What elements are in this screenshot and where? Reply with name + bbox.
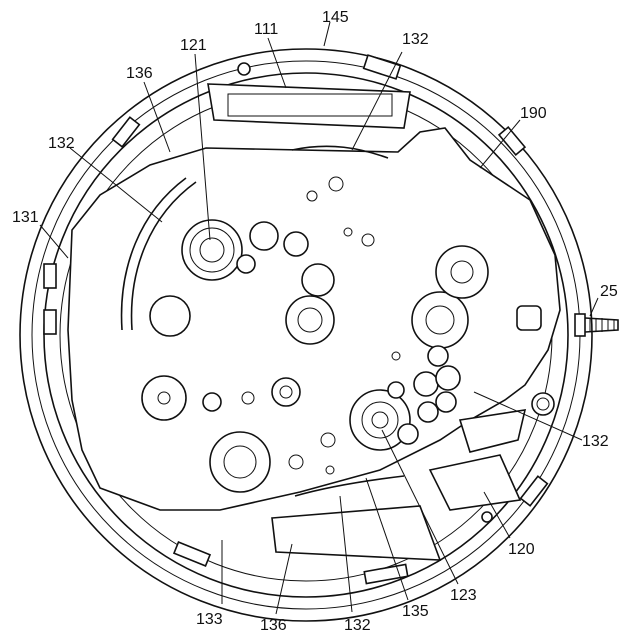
label-132-right: 132 [582, 433, 609, 450]
label-120: 120 [508, 541, 535, 558]
label-136-bottom: 136 [260, 617, 287, 634]
label-123: 123 [450, 587, 477, 604]
label-135: 135 [402, 603, 429, 620]
label-25: 25 [600, 283, 618, 300]
crown-stem [575, 314, 618, 336]
label-111: 111 [254, 21, 278, 38]
label-132-top: 132 [402, 31, 429, 48]
label-132-left: 132 [48, 135, 75, 152]
display-window [208, 84, 410, 128]
label-131: 131 [12, 209, 39, 226]
label-136-top: 136 [126, 65, 153, 82]
label-145: 145 [322, 9, 349, 26]
label-121: 121 [180, 37, 207, 54]
label-133: 133 [196, 611, 223, 628]
label-132-bottom: 132 [344, 617, 371, 634]
label-190: 190 [520, 105, 547, 122]
